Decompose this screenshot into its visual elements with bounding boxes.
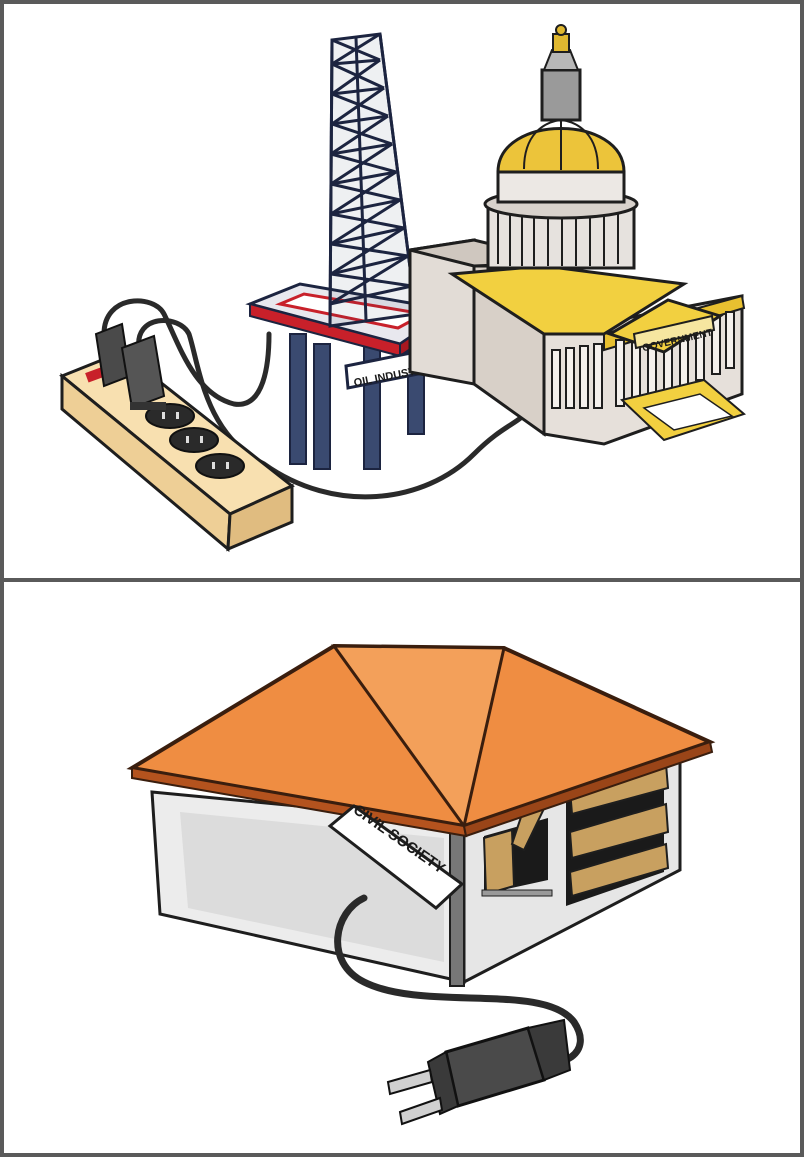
bottom-illustration: CIVIL SOCIETY — [4, 582, 800, 1153]
capitol-building-icon: GOVERNMENT — [410, 25, 744, 444]
house-icon: CIVIL SOCIETY — [132, 646, 712, 986]
bottom-panel: CIVIL SOCIETY — [0, 578, 804, 1157]
derrick-tower — [330, 34, 416, 326]
power-strip-icon — [62, 324, 292, 549]
top-panel: OIL INDUSTRY — [0, 0, 804, 582]
top-illustration: OIL INDUSTRY — [4, 4, 800, 582]
